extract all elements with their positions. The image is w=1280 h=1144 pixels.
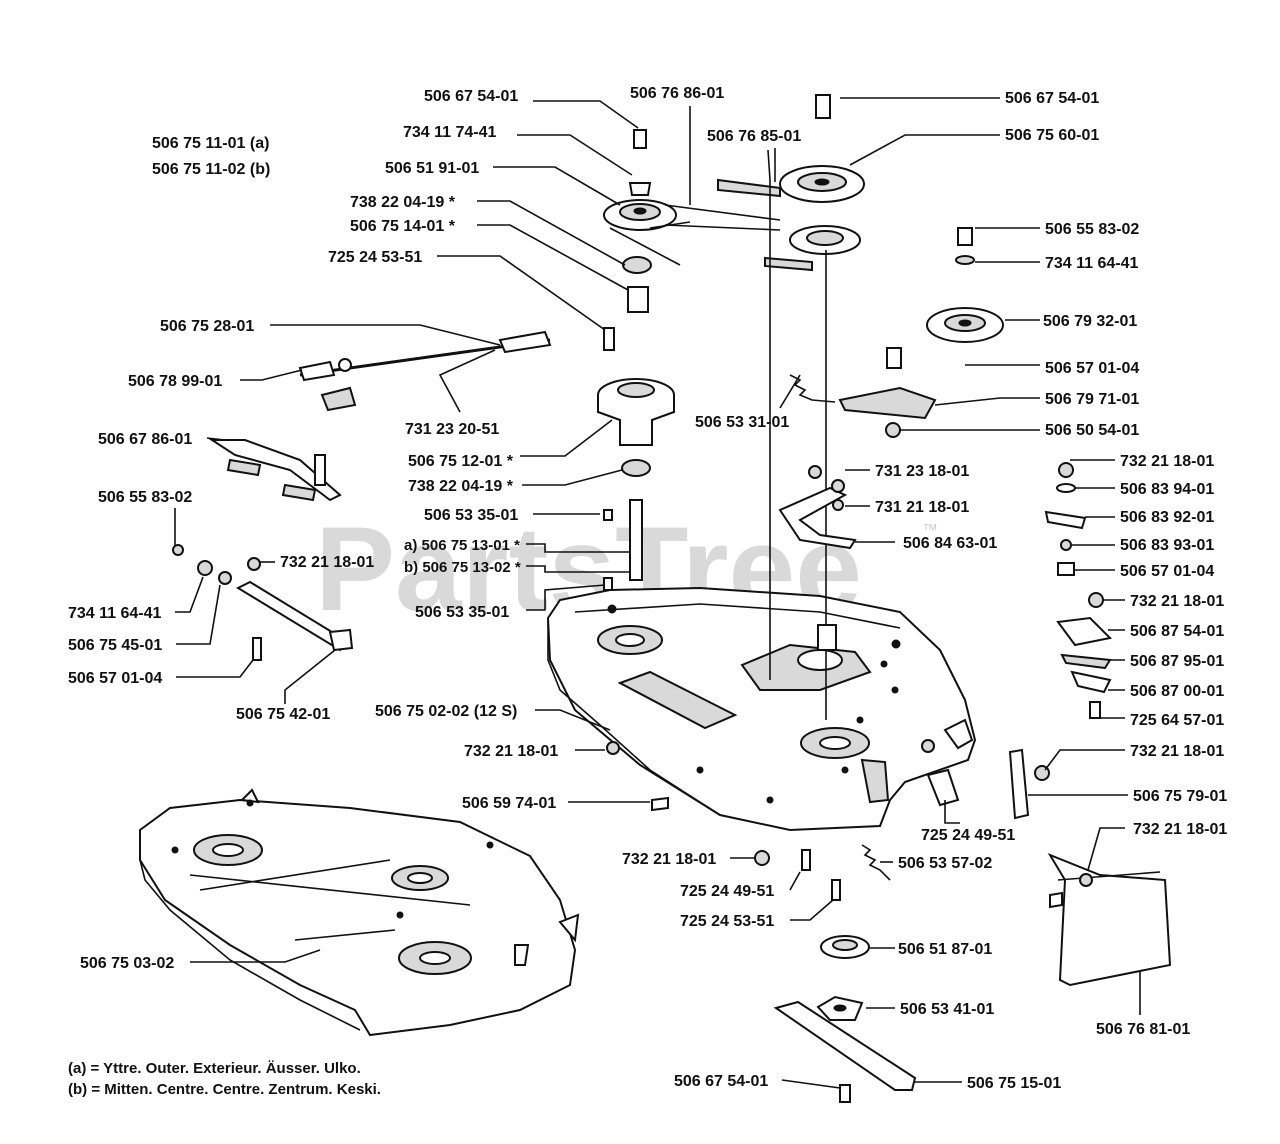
legend-line-b: (b) = Mitten. Centre. Centre. Zentrum. K… [68,1081,381,1098]
part-label: 506 75 12-01 * [408,453,514,470]
header-label-b: 506 75 11-02 (b) [152,161,270,178]
part-label: 506 87 54-01 [1130,623,1224,640]
part-label: 732 21 18-01 [622,851,716,868]
part-label: 506 50 54-01 [1045,422,1139,439]
callout-labels: 506 67 54-01 506 76 86-01 506 67 54-01 7… [68,85,1227,1092]
part-label: 734 11 74-41 [403,124,497,141]
part-label: 506 79 32-01 [1043,313,1137,330]
part-label: 732 21 18-01 [1130,743,1224,760]
part-label: 506 75 15-01 [967,1075,1061,1092]
part-label: 506 75 02-02 (12 S) [375,703,517,720]
part-label: 734 11 64-41 [68,605,162,622]
drive-belt [664,204,781,231]
part-label: 506 75 28-01 [160,318,254,335]
grass-deflector [1047,852,1172,987]
part-label: 506 55 83-02 [1045,221,1139,238]
part-label: 506 76 81-01 [1096,1021,1190,1038]
part-label: 506 78 99-01 [128,373,222,390]
part-label: 506 53 35-01 [424,507,518,524]
tensioner-arm [778,227,1004,550]
part-label: 506 53 41-01 [900,1001,994,1018]
part-label: 506 76 85-01 [707,128,801,145]
leader-lines [174,97,1141,1089]
part-label: 506 75 14-01 * [350,218,456,235]
part-label: 506 87 00-01 [1130,683,1224,700]
part-label: 506 84 63-01 [903,535,997,552]
part-label: 506 75 45-01 [68,637,162,654]
part-label: 738 22 04-19 * [408,478,514,495]
part-label: 506 53 31-01 [695,414,789,431]
part-label: a) 506 75 13-01 * [404,537,520,554]
part-label: 731 23 18-01 [875,463,969,480]
part-label: 506 67 86-01 [98,431,192,448]
part-label: 506 76 86-01 [630,85,724,102]
mower-deck-main [546,586,977,832]
part-label: 506 87 95-01 [1130,653,1224,670]
part-label: 506 51 91-01 [385,160,479,177]
pulley-assembly-center [717,94,865,720]
part-label: 506 83 93-01 [1120,537,1214,554]
lift-arm [172,544,354,661]
part-label: 506 75 03-02 [80,955,174,972]
part-label: 732 21 18-01 [1120,453,1214,470]
header-label-a: 506 75 11-01 (a) [152,135,269,152]
part-label: 506 51 87-01 [898,941,992,958]
small-parts-stack [1044,462,1113,719]
part-label: 738 22 04-19 * [350,194,456,211]
part-label: 725 64 57-01 [1130,712,1224,729]
part-label: 732 21 18-01 [1130,593,1224,610]
part-label: 506 83 94-01 [1120,481,1214,498]
rod-assembly [298,330,552,412]
part-label: 506 83 92-01 [1120,509,1214,526]
deck-side-parts [606,739,1050,901]
part-label: 506 67 54-01 [1005,90,1099,107]
part-label: 506 75 79-01 [1133,788,1227,805]
bracket-assembly [208,439,342,502]
part-label: 506 79 71-01 [1045,391,1139,408]
mower-deck-secondary [139,788,580,1037]
pulley-assembly-left [603,129,691,313]
part-label: 506 57 01-04 [1120,563,1214,580]
spindle-housing [597,327,675,591]
part-label: 506 59 74-01 [462,795,556,812]
part-label: 725 24 49-51 [680,883,774,900]
part-label: 732 21 18-01 [280,554,374,571]
part-label: 506 67 54-01 [424,88,518,105]
part-label: b) 506 75 13-02 * [404,559,521,576]
watermark-trademark: ™ [922,522,938,539]
part-label: 731 21 18-01 [875,499,969,516]
part-label: 506 57 01-04 [68,670,162,687]
part-label: 506 53 35-01 [415,604,509,621]
part-label: 506 75 42-01 [236,706,330,723]
part-label: 731 23 20-51 [405,421,499,438]
part-label: 732 21 18-01 [1133,821,1227,838]
part-label: 506 67 54-01 [674,1073,768,1090]
part-label: 725 24 53-51 [328,249,422,266]
part-label: 725 24 49-51 [921,827,1015,844]
blade-assembly [773,935,917,1103]
legend-line-a: (a) = Yttre. Outer. Exterieur. Äusser. U… [68,1060,361,1077]
part-label: 734 11 64-41 [1045,255,1139,272]
part-label: 506 55 83-02 [98,489,192,506]
part-label: 506 75 60-01 [1005,127,1099,144]
part-label: 725 24 53-51 [680,913,774,930]
part-label: 732 21 18-01 [464,743,558,760]
part-label: 506 53 57-02 [898,855,992,872]
part-label: 506 57 01-04 [1045,360,1139,377]
